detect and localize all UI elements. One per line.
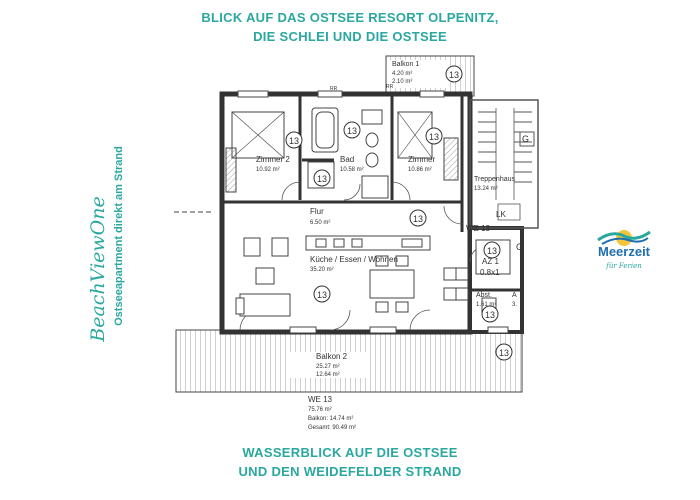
unit-marker: 13 [445, 65, 463, 83]
g-label-mid: G [516, 242, 523, 252]
zimmer2-area: 10.92 m² [256, 167, 280, 173]
unit-marker: 13 [483, 241, 501, 259]
balkon1-area1: 4.20 m² [392, 71, 412, 77]
unit-marker: 13 [425, 127, 443, 145]
az-area: 0.8x1 [480, 268, 500, 277]
svg-text:13: 13 [289, 136, 299, 146]
svg-text:13: 13 [499, 348, 509, 358]
kueche-name: Küche / Essen / Wohnen [310, 255, 398, 264]
summary-gesamt: Gesamt: 90.49 m² [308, 425, 356, 431]
footer-line-1: WASSERBLICK AUF DIE OSTSEE [242, 445, 458, 460]
footer-line-2: UND DEN WEIDEFELDER STRAND [238, 464, 462, 479]
we13-label: WE 13 [466, 224, 491, 233]
zimmer2-name: Zimmer 2 [256, 155, 290, 164]
header-line-1: BLICK AUF DAS OSTSEE RESORT OLPENITZ, [201, 10, 499, 25]
zimmer-name: Zimmer [408, 155, 435, 164]
kitchen-counter [305, 235, 431, 251]
flur-area: 6.50 m² [310, 220, 330, 226]
footer-caption: WASSERBLICK AUF DIE OSTSEE UND DEN WEIDE… [0, 443, 700, 481]
balkon1-name: Balkon 1 [392, 61, 419, 68]
b-label: 3. [512, 302, 517, 308]
rr-label-top: RR [330, 86, 338, 92]
lk-label: LK [496, 210, 506, 219]
logo-name: Meerzeit [597, 244, 651, 259]
svg-text:13: 13 [413, 214, 423, 224]
bad-area: 10.58 m² [340, 167, 364, 173]
zimmer-area: 10.86 m² [408, 167, 432, 173]
unit-marker: 13 [409, 209, 427, 227]
area-summary: WE 13 75.76 m² Balkon: 14.74 m² Gesamt: … [308, 395, 356, 431]
bad-name: Bad [340, 155, 354, 164]
summary-balkon: Balkon: 14.74 m² [308, 416, 353, 422]
a-label: A [512, 292, 517, 299]
kueche-area: 35.20 m² [310, 267, 334, 273]
balkon-2 [175, 329, 523, 393]
rr-label-top-2: RR [386, 84, 394, 90]
az-name: AZ 1 [482, 257, 499, 266]
svg-text:13: 13 [449, 70, 459, 80]
abst-name: Abst. [476, 292, 492, 299]
logo-tagline: für Ferien [606, 262, 642, 270]
summary-total: 75.76 m² [308, 407, 332, 413]
svg-text:13: 13 [485, 310, 495, 320]
header-line-2: DIE SCHLEI UND DIE OSTSEE [253, 29, 447, 44]
window-markers [237, 90, 509, 334]
living-furniture [235, 237, 469, 317]
g-label-top: G [522, 134, 529, 144]
sun-wave-icon [597, 230, 651, 246]
unit-markers: 13 13 13 13 13 13 13 13 13 13 [285, 65, 513, 361]
svg-text:13: 13 [347, 126, 357, 136]
balkon2-area1: 25.27 m² [316, 364, 340, 370]
header-caption: BLICK AUF DAS OSTSEE RESORT OLPENITZ, DI… [0, 8, 700, 46]
bathroom-fixtures [307, 107, 389, 199]
unit-marker: 13 [313, 285, 331, 303]
svg-text:13: 13 [487, 246, 497, 256]
furniture-beds [225, 111, 459, 193]
abst-area: 1.61 m² [476, 302, 496, 308]
svg-text:13: 13 [317, 174, 327, 184]
meerzeit-logo: Meerzeit für Ferien [588, 222, 660, 282]
svg-text:13: 13 [317, 290, 327, 300]
summary-title: WE 13 [308, 395, 333, 404]
unit-marker: 13 [481, 305, 499, 323]
balkon2-area2: 12.64 m² [316, 372, 340, 378]
treppenhaus-area: 13.24 m² [474, 186, 498, 192]
unit-marker: 13 [313, 169, 331, 187]
unit-marker: 13 [285, 131, 303, 149]
balkon-1 [385, 55, 475, 97]
svg-text:13: 13 [429, 132, 439, 142]
unit-marker: 13 [343, 121, 361, 139]
balkon2-name: Balkon 2 [316, 352, 348, 361]
balkon1-area2: 2.10 m² [392, 79, 412, 85]
treppenhaus-name: Treppenhaus [474, 176, 515, 183]
room-labels: Balkon 1 4.20 m² 2.10 m² Zimmer 2 10.92 … [256, 61, 529, 378]
flur-name: Flur [310, 207, 324, 216]
treppenhaus [469, 99, 539, 229]
unit-marker: 13 [495, 343, 513, 361]
